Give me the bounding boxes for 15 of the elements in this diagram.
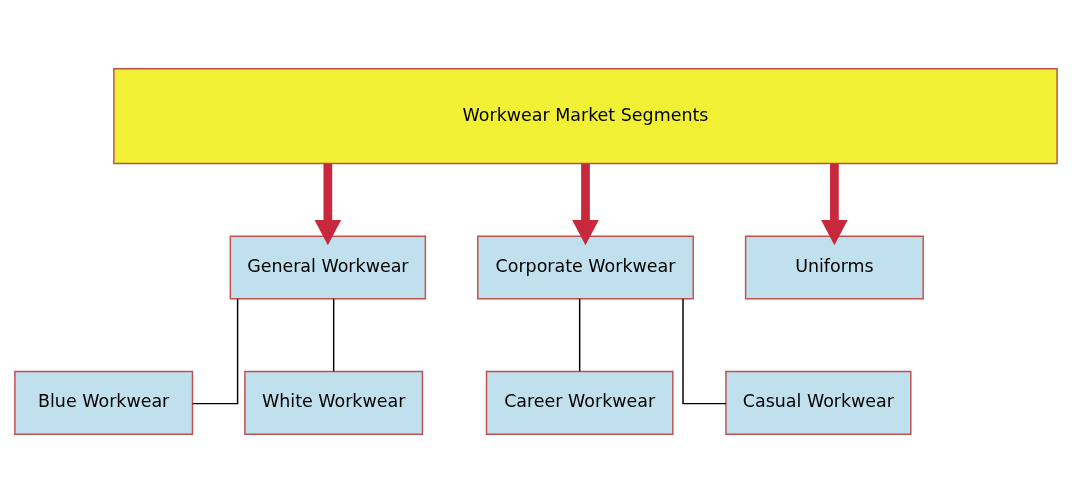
connector [332, 298, 335, 372]
connector [191, 298, 239, 405]
connector [682, 298, 727, 405]
node-box: General Workwear [229, 235, 427, 300]
connector [578, 298, 581, 372]
node-box: Workwear Market Segments [113, 68, 1058, 165]
node-box: Blue Workwear [14, 370, 194, 435]
node-box: Corporate Workwear [477, 235, 694, 300]
arrow [821, 163, 848, 246]
node-box: Uniforms [744, 235, 924, 300]
node-box: White Workwear [244, 370, 424, 435]
arrow [572, 163, 599, 246]
node-box: Career Workwear [485, 370, 674, 435]
node-box: Casual Workwear [725, 370, 912, 435]
arrow [314, 163, 342, 246]
